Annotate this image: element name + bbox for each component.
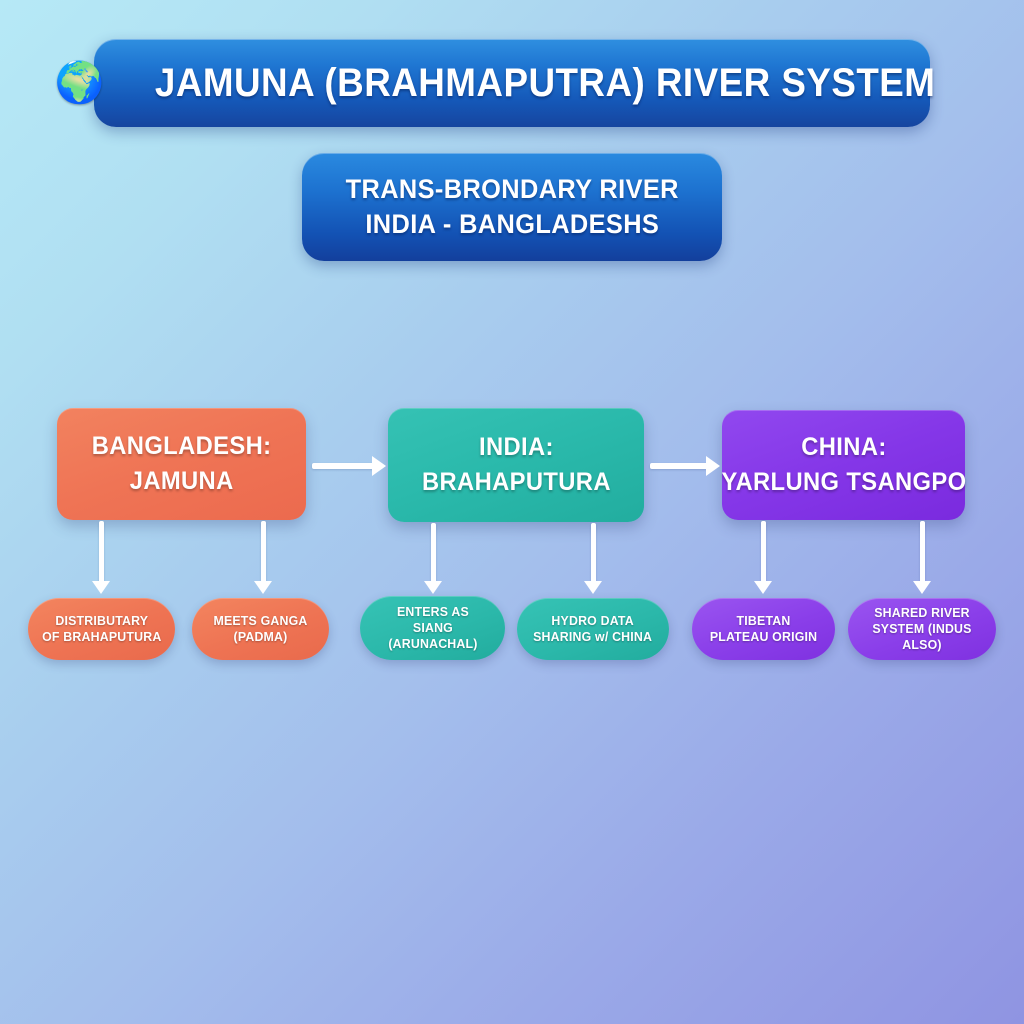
connector-bangladesh-detail-1 [99,521,104,583]
flow-node-india-river: BRAHAPUTURA [421,468,611,496]
flow-node-bangladesh-river: JAMUNA [129,467,234,495]
arrowhead-china-detail-1-icon [754,581,772,594]
arrow-india-to-china [650,463,708,469]
arrowhead-india-detail-2-icon [584,581,602,594]
arrowhead-india-detail-1-icon [424,581,442,594]
arrowhead-bangladesh-to-india-icon [372,456,386,476]
connector-india-detail-1 [431,523,436,583]
connector-china-detail-1 [761,521,766,583]
flow-node-china-river: YARLUNG TSANGPO [721,468,967,496]
arrowhead-india-to-china-icon [706,456,720,476]
connector-india-detail-2 [591,523,596,583]
flow-node-bangladesh[interactable]: BANGLADESH: JAMUNA [57,408,306,520]
arrowhead-bangladesh-detail-2-icon [254,581,272,594]
title-banner: 🌍 JAMUNA (BRAHMAPUTRA) RIVER SYSTEM [55,39,935,127]
connector-china-detail-2 [920,521,925,583]
connector-bangladesh-detail-2 [261,521,266,583]
detail-pill-meets-ganga[interactable]: MEETS GANGA(PADMA) [192,598,329,660]
flow-node-india-title: INDIA: [478,432,554,461]
flow-node-bangladesh-title: BANGLADESH: [91,431,272,460]
arrowhead-china-detail-2-icon [913,581,931,594]
arrow-bangladesh-to-india [312,463,374,469]
page-title: JAMUNA (BRAHMAPUTRA) RIVER SYSTEM [154,60,936,105]
subtitle-line-2: INDIA - BANGLADESHS [365,209,659,239]
flow-node-india[interactable]: INDIA: BRAHAPUTURA [388,408,644,522]
globe-icon: 🌍 [54,61,105,105]
detail-pill-meets-ganga-label: MEETS GANGA(PADMA) [213,613,308,644]
subtitle-banner: TRANS-BRONDARY RIVER INDIA - BANGLADESHS [302,153,722,261]
flow-node-china-title: CHINA: [800,432,887,461]
arrowhead-bangladesh-detail-1-icon [92,581,110,594]
subtitle-line-1: TRANS-BRONDARY RIVER [345,174,679,205]
flow-node-china[interactable]: CHINA: YARLUNG TSANGPO [721,410,967,520]
